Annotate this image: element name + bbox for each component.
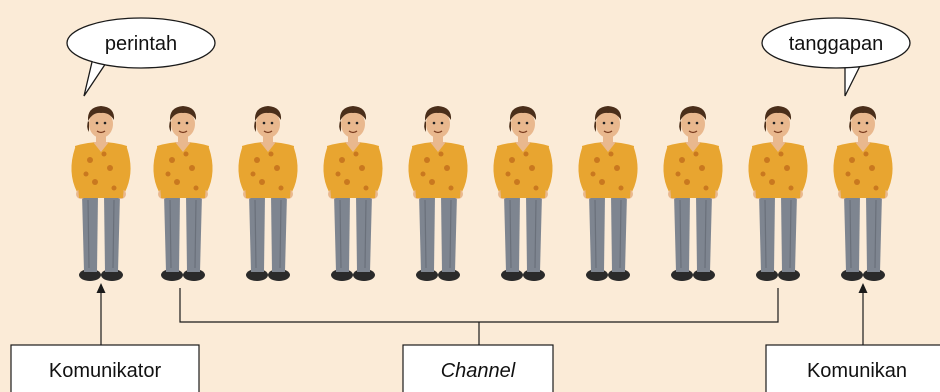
person-channel-5 (492, 105, 554, 282)
connector-lines (100, 288, 864, 345)
people-row (70, 105, 894, 282)
speech-bubble-left: perintah (66, 17, 216, 97)
person-communicator (70, 105, 132, 282)
person-channel-2 (237, 105, 299, 282)
person-channel-6 (577, 105, 639, 282)
label-channel-text: Channel (441, 360, 516, 382)
label-channel: Channel (402, 344, 554, 392)
person-communicant (832, 105, 894, 282)
person-channel-7 (662, 105, 724, 282)
speech-bubble-right: tanggapan (761, 17, 911, 97)
bubble-text-perintah: perintah (105, 33, 177, 55)
person-channel-8 (747, 105, 809, 282)
person-channel-4 (407, 105, 469, 282)
label-communicant-text: Komunikan (807, 360, 907, 382)
channel-bracket (179, 288, 779, 323)
label-communicator: Komunikator (10, 344, 200, 392)
person-channel-1 (152, 105, 214, 282)
person-channel-3 (322, 105, 384, 282)
arrow-head-communicator (96, 283, 106, 293)
bubble-text-tanggapan: tanggapan (789, 33, 884, 55)
arrow-head-communicant (858, 283, 868, 293)
label-communicator-text: Komunikator (49, 360, 162, 382)
label-communicant: Komunikan (765, 344, 940, 392)
